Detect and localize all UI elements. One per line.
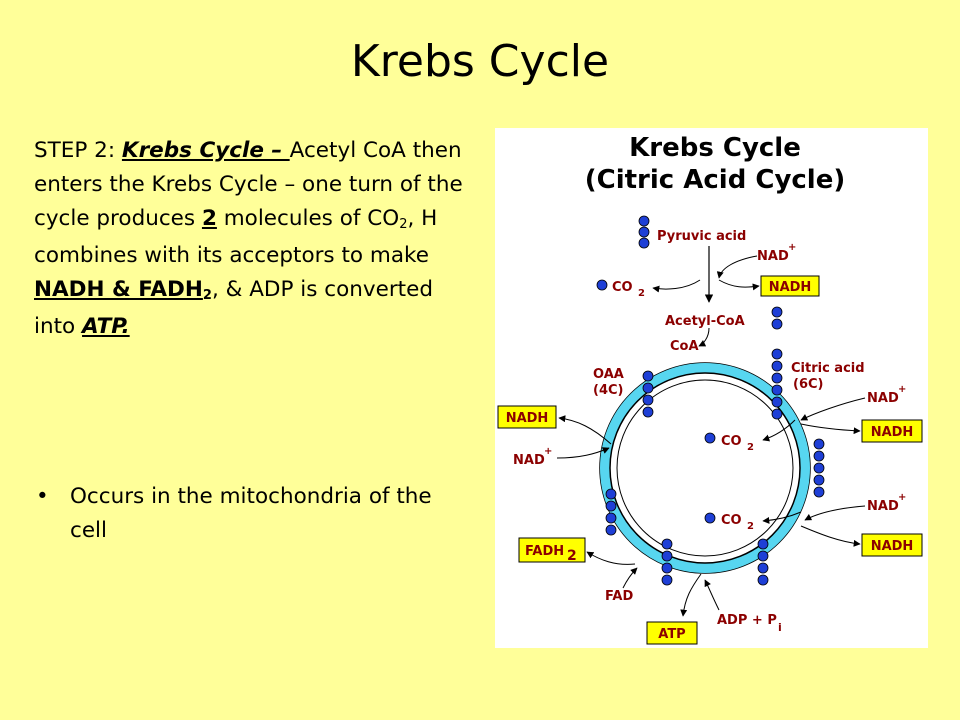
arrow-nadh-4 (800, 525, 861, 547)
co2-dot-3 (704, 512, 716, 524)
fadh-label: FADH (525, 544, 564, 559)
nadh-label-4: NADH (871, 539, 914, 554)
arrow-co2-2 (762, 419, 796, 442)
arrow-nad-3 (556, 447, 610, 459)
co2-dot-1 (596, 279, 608, 291)
co2-sub-2: 2 (747, 442, 754, 453)
arrow-co2-3 (762, 511, 802, 524)
arrow-co2-1 (652, 279, 701, 293)
nad-plus-3: + (544, 446, 552, 457)
slide-title: Krebs Cycle (350, 36, 610, 87)
bullet-dot-icon: • (36, 484, 49, 509)
co2-subscript: 2 (399, 217, 408, 232)
krebs-cycle-term: Krebs Cycle – (121, 138, 290, 163)
nad-plus-1: + (788, 242, 796, 253)
co2-sub-1: 2 (638, 288, 645, 299)
right-side-dots (813, 438, 825, 498)
fadh-sub: 2 (567, 548, 577, 564)
step-text-1: Acetyl CoA then enters the Krebs Cycle –… (34, 138, 463, 231)
arrow-fadh2 (586, 551, 636, 565)
citric-6c-label: (6C) (793, 377, 823, 392)
nadh-fadh-text: NADH & FADH (34, 277, 203, 302)
bullet-text: Occurs in the mitochondria of the cell (70, 484, 432, 543)
atp-term: ATP. (82, 314, 130, 339)
oaa-label: OAA (593, 367, 624, 382)
lower-left-dots (605, 488, 617, 536)
pyruvic-acid-label: Pyruvic acid (657, 229, 746, 244)
arrow-nadh-1 (718, 279, 760, 291)
diagram-title-line2: (Citric Acid Cycle) (585, 165, 845, 195)
bullet-item: • Occurs in the mitochondria of the cell (36, 480, 456, 548)
nad-label-1: NAD (757, 249, 789, 264)
nadh-label-2: NADH (871, 425, 914, 440)
nadh-box-4 (861, 533, 923, 557)
molecule-count: 2 (201, 206, 217, 231)
step-label: STEP 2: (34, 138, 122, 163)
co2-sub-3: 2 (747, 521, 754, 532)
arrow-adp (704, 579, 720, 611)
fad-label: FAD (605, 589, 633, 604)
nadh-label-3: NADH (506, 411, 549, 426)
ring-inner-line (616, 379, 794, 557)
nadh-fadh-term: NADH & FADH2 (34, 277, 212, 303)
nad-label-3: NAD (513, 453, 545, 468)
fadh2-box (518, 537, 586, 563)
citric-acid-label: Citric acid (791, 361, 865, 376)
adp-p-sub: i (778, 621, 782, 634)
nad-plus-4: + (898, 492, 906, 503)
ring-inner-edge (609, 372, 801, 564)
diagram-title-line1: Krebs Cycle (629, 133, 801, 163)
bottom-right-dots (757, 538, 769, 586)
fadh-subscript: 2 (202, 288, 212, 303)
diagram-svg: Krebs Cycle (Citric Acid Cycle) Pyruvic … (497, 133, 923, 645)
atp-box (646, 621, 698, 645)
cycle-ring (600, 363, 810, 573)
co2-dot-2 (704, 432, 716, 444)
nad-label-2: NAD (867, 391, 899, 406)
nadh-box-1 (760, 275, 820, 297)
krebs-cycle-diagram: Krebs Cycle (Citric Acid Cycle) Pyruvic … (495, 128, 928, 648)
nadh-box-2 (861, 419, 923, 443)
citric-dots (771, 348, 783, 420)
oaa-dots (642, 370, 654, 418)
step-description: STEP 2: Krebs Cycle – Acetyl CoA then en… (34, 134, 464, 344)
arrow-coa (698, 327, 710, 347)
step-text-3: , H combines with its acceptors to make (34, 206, 438, 268)
arrow-nad-4 (804, 505, 866, 521)
arrow-nad-1 (716, 255, 758, 279)
arrow-nadh-2 (800, 423, 861, 435)
nadh-label-1: NADH (769, 280, 812, 295)
co2-label-3: CO (721, 513, 742, 528)
step-text-4: , & ADP is converted into (34, 277, 433, 339)
step-text-2: molecules of CO (216, 206, 400, 231)
co2-label-1: CO (612, 280, 633, 295)
arrow-atp (680, 573, 702, 617)
arrow-nadh-3 (558, 415, 612, 445)
acetyl-dots (771, 306, 783, 330)
nad-plus-2: + (898, 384, 906, 395)
acetyl-coa-label: Acetyl-CoA (665, 314, 745, 329)
nadh-box-3 (497, 405, 557, 429)
arrow-fad (622, 567, 638, 589)
coa-label: CoA (670, 339, 699, 354)
pyruvic-dots (638, 215, 650, 249)
oaa-4c-label: (4C) (593, 383, 623, 398)
adp-p-label: ADP + P (717, 613, 777, 628)
co2-label-2: CO (721, 434, 742, 449)
bottom-left-dots (661, 538, 673, 586)
atp-label: ATP (658, 627, 685, 642)
nad-label-4: NAD (867, 499, 899, 514)
arrow-nad-2 (800, 397, 866, 421)
